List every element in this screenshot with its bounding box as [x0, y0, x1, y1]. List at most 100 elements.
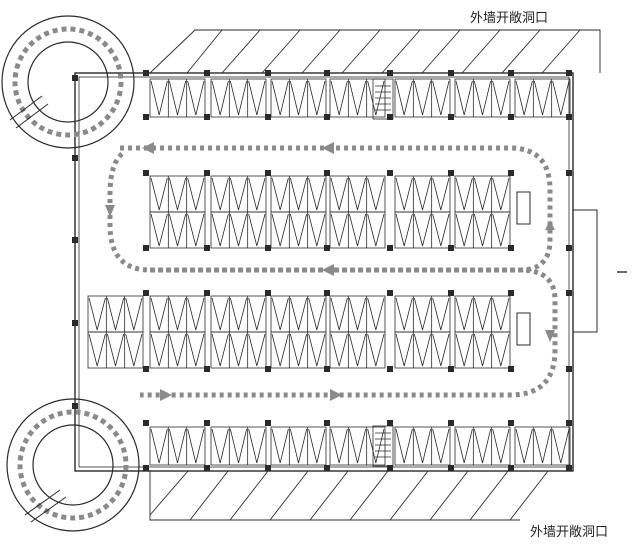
- column: [324, 170, 330, 176]
- column: [204, 290, 210, 296]
- bottom-opening-hatch: [149, 470, 549, 521]
- column: [508, 290, 514, 296]
- parking-bay-low-a-4: [329, 295, 386, 333]
- column: [265, 70, 271, 76]
- column: [387, 366, 393, 372]
- parking-bay-low-a-2: [210, 295, 267, 333]
- column: [72, 75, 78, 81]
- column: [566, 245, 572, 251]
- column: [143, 465, 149, 471]
- column: [324, 114, 330, 120]
- column: [265, 366, 271, 372]
- column: [265, 420, 271, 426]
- parking-bay-bottom-6: [514, 426, 571, 466]
- column: [204, 114, 210, 120]
- parking-bay-mid-b-5: [454, 211, 511, 249]
- column: [566, 114, 572, 120]
- parking-bay-top-1: [210, 78, 267, 118]
- column: [324, 366, 330, 372]
- column: [143, 245, 149, 251]
- column: [265, 170, 271, 176]
- parking-bay-bottom-3: [329, 426, 386, 466]
- column: [265, 465, 271, 471]
- column: [508, 114, 514, 120]
- parking-bay-bottom-5: [454, 426, 511, 466]
- column: [324, 245, 330, 251]
- column: [508, 245, 514, 251]
- parking-bay-mid-a-3: [329, 175, 386, 213]
- parking-bay-top-6: [514, 78, 571, 118]
- column: [448, 70, 454, 76]
- column: [204, 170, 210, 176]
- parking-bay-low-b-2: [210, 331, 267, 369]
- parking-bay-low-b-3: [270, 331, 327, 369]
- column: [508, 465, 514, 471]
- column: [143, 366, 149, 372]
- column: [72, 237, 78, 243]
- column: [324, 465, 330, 471]
- column: [324, 420, 330, 426]
- column: [566, 290, 572, 296]
- column: [508, 420, 514, 426]
- parking-bay-bottom-0: [149, 426, 206, 466]
- arrow-icon: [105, 142, 555, 401]
- column: [508, 366, 514, 372]
- column: [566, 170, 572, 176]
- parking-bay-low-a-3: [270, 295, 327, 333]
- column: [324, 290, 330, 296]
- parking-bay-low-b-5: [394, 331, 451, 369]
- top-opening-hatch: [149, 29, 601, 74]
- stair-icon: [372, 78, 394, 467]
- column: [143, 114, 149, 120]
- column: [204, 420, 210, 426]
- parking-bay-mid-b-3: [329, 211, 386, 249]
- column: [508, 70, 514, 76]
- column: [387, 170, 393, 176]
- column: [448, 465, 454, 471]
- parking-bay-low-b-4: [329, 331, 386, 369]
- parking-bay-mid-a-5: [454, 175, 511, 213]
- column: [566, 465, 572, 471]
- parking-bay-mid-a-1: [210, 175, 267, 213]
- parking-bay-mid-b-2: [270, 211, 327, 249]
- column: [204, 70, 210, 76]
- column: [448, 114, 454, 120]
- column: [204, 366, 210, 372]
- column: [387, 114, 393, 120]
- column: [143, 170, 149, 176]
- spiral-ramp-top: [1, 15, 135, 149]
- parking-bay-low-a-6: [454, 295, 511, 333]
- column: [143, 70, 149, 76]
- parking-bay-top-4: [394, 78, 451, 118]
- parking-bay-mid-b-1: [210, 211, 267, 249]
- column: [72, 403, 78, 409]
- parking-bay-mid-b-4: [394, 211, 451, 249]
- parking-bay-low-a-1: [149, 295, 206, 333]
- parking-bay-mid-a-0: [149, 175, 206, 213]
- column: [566, 70, 572, 76]
- column: [265, 114, 271, 120]
- parking-spaces: [87, 78, 571, 466]
- parking-bay-mid-a-2: [270, 175, 327, 213]
- parking-bay-top-5: [454, 78, 511, 118]
- parking-bay-low-a-0: [87, 295, 144, 333]
- column: [204, 465, 210, 471]
- circulation-route: [107, 145, 558, 398]
- column: [448, 245, 454, 251]
- column: [387, 290, 393, 296]
- fixture-boxes: [516, 191, 531, 346]
- spiral-ramp-bottom: [6, 398, 140, 532]
- parking-bay-low-b-0: [87, 331, 144, 369]
- column: [204, 245, 210, 251]
- column: [387, 70, 393, 76]
- column: [387, 245, 393, 251]
- parking-bay-low-a-5: [394, 295, 451, 333]
- column: [566, 420, 572, 426]
- parking-bay-mid-b-0: [149, 211, 206, 249]
- column: [72, 155, 78, 161]
- parking-bay-top-2: [270, 78, 327, 118]
- column: [265, 290, 271, 296]
- parking-bay-bottom-4: [394, 426, 451, 466]
- bottom-opening-label: 外墙开敞洞口: [530, 524, 608, 540]
